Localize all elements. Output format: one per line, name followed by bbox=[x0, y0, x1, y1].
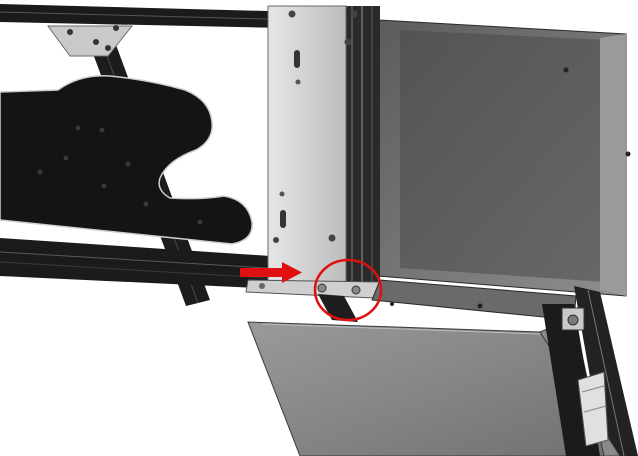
corner-bracket bbox=[47, 25, 134, 57]
vertical-extrusion bbox=[344, 6, 380, 282]
bottom-extrusion bbox=[0, 238, 301, 290]
bottom-bracket bbox=[245, 279, 381, 299]
highlight-circle-icon bbox=[313, 258, 383, 322]
right-rail-bracket bbox=[542, 304, 609, 456]
enclosure-box bbox=[377, 19, 631, 297]
lower-diagonal-extrusion bbox=[318, 294, 358, 322]
black-mounting-plate bbox=[0, 75, 253, 245]
right-extrusion bbox=[574, 286, 638, 456]
silver-side-plate bbox=[267, 5, 358, 283]
arrow-right-icon bbox=[240, 262, 302, 283]
